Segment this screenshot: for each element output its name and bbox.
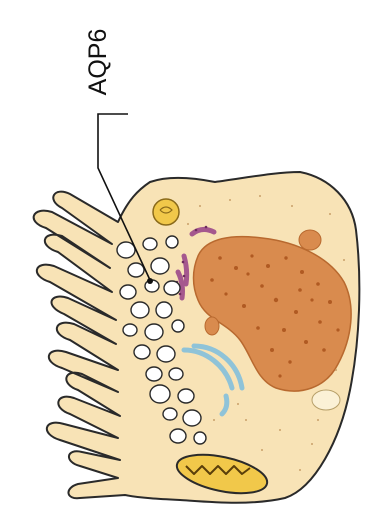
lysosome [205,317,219,335]
vacuole [312,390,340,410]
aqp6-label: AQP6 [84,29,112,96]
label-pointer-dot [147,278,153,284]
secretory-granule [153,199,179,225]
lysosome [299,230,321,250]
